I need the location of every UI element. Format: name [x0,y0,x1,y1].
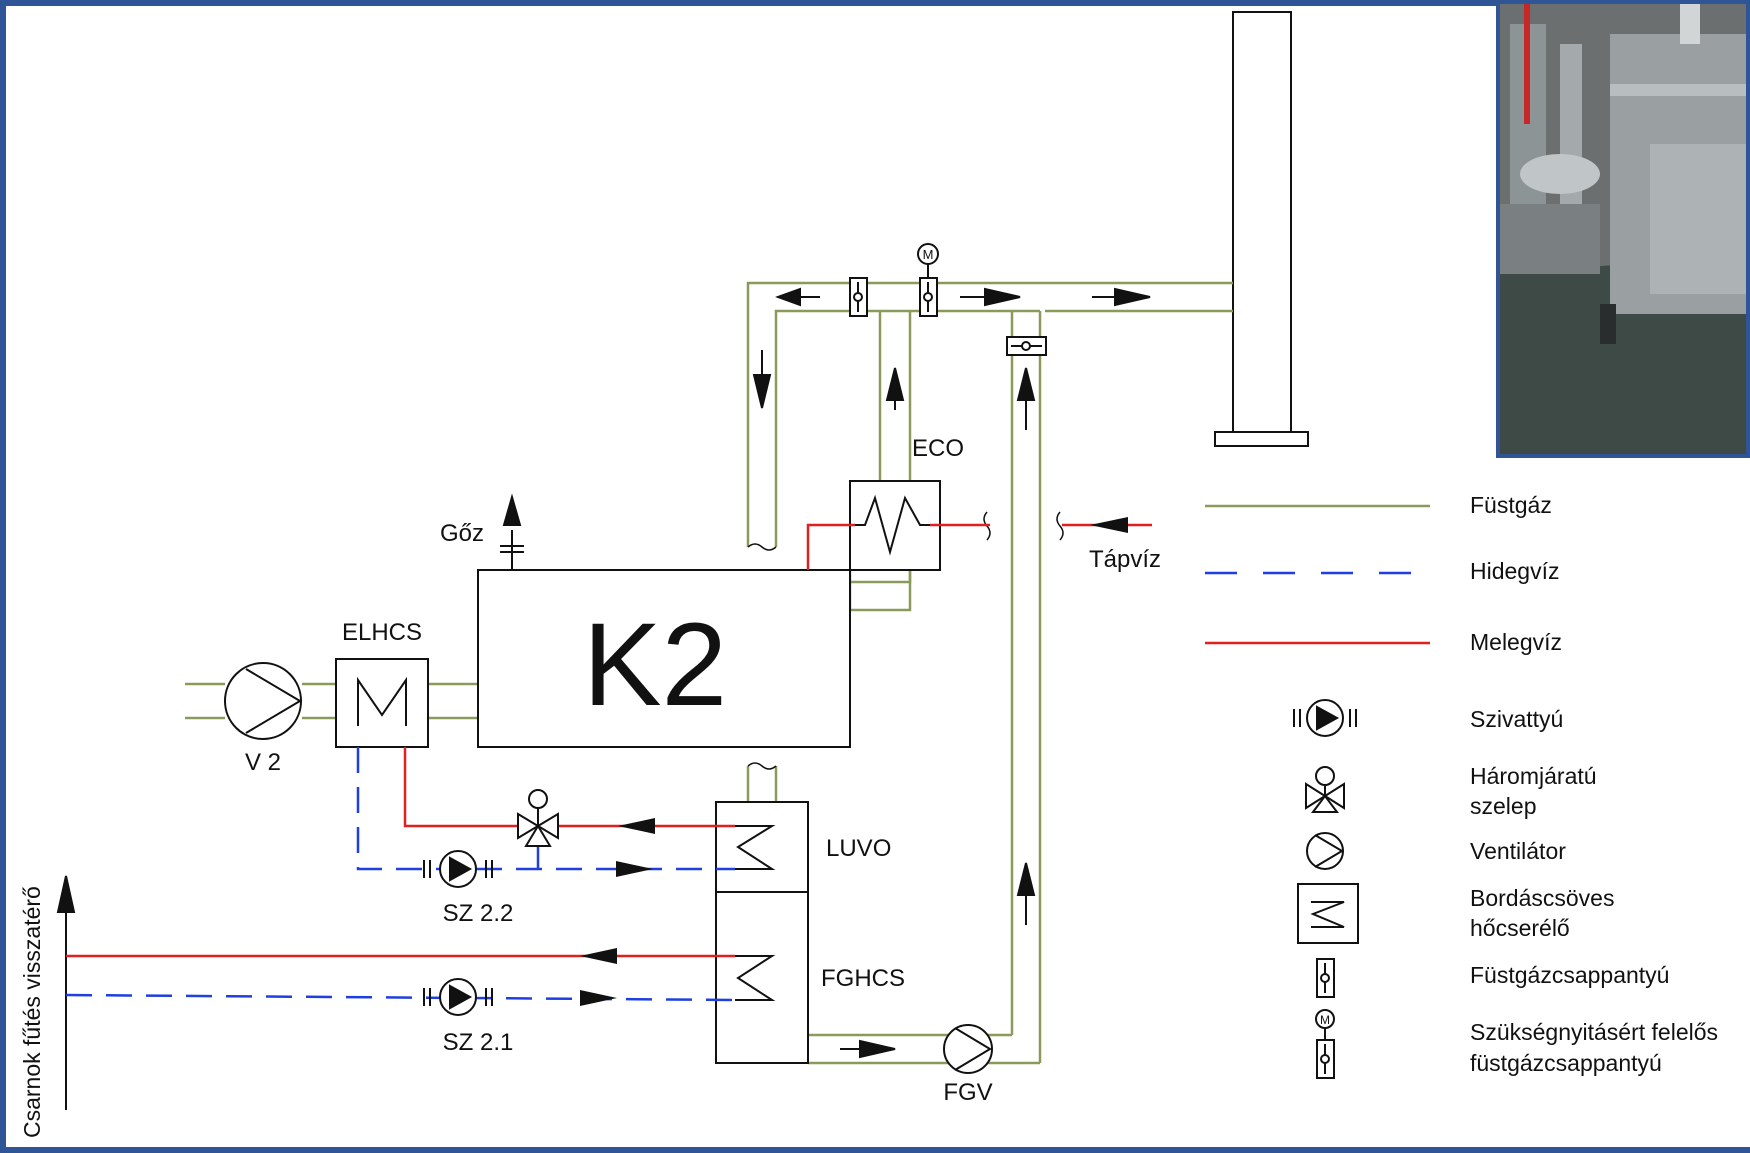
steam-outlet [500,545,524,570]
hall-heating-lines [65,954,736,1002]
pump-sz22 [423,850,493,888]
pump-sz21 [423,978,493,1016]
heat-exchanger-fghcs [715,891,809,1064]
legend-szukseg-1: Szükségnyitásért felelős [1470,1019,1718,1045]
legend-fan-symbol [1306,832,1344,870]
legend-valve-symbol [1305,766,1345,813]
photo-graphic [1500,4,1746,454]
heat-exchanger-elhcs [335,658,429,748]
motor-m-label: M [923,247,934,262]
luvo-label: LUVO [826,835,891,862]
sz21-label: SZ 2.1 [443,1029,514,1056]
legend-ventilator: Ventilátor [1470,838,1566,864]
legend-hex-symbol [1297,883,1359,944]
luvo-cold-arrow [616,861,653,877]
legend-haromjaratu-2: szelep [1470,793,1536,819]
fghcs-hot-arrow [580,948,617,964]
v2-label: V 2 [245,749,281,776]
sz22-label: SZ 2.2 [443,900,514,927]
boiler-k2: K2 [477,569,851,748]
heat-exchanger-luvo [715,801,809,893]
economizer-eco [806,480,990,571]
legend-melegviz: Melegvíz [1470,629,1562,655]
fgv-label: FGV [943,1079,992,1106]
flue-gas-ducts [185,281,1233,1065]
feedwater-arrow [1090,517,1128,533]
luvo-hot-arrow [618,818,655,834]
legend-motor-m: M [1320,1013,1330,1027]
eco-label: ECO [912,435,964,462]
legend-damper-symbol [1316,958,1335,998]
fan-fgv [943,1024,993,1074]
tapviz-label: Tápvíz [1089,546,1161,573]
fghcs-cold-arrow [580,990,617,1006]
elhcs-label: ELHCS [342,619,422,646]
goz-label: Gőz [440,520,484,547]
flow-arrows [56,287,1151,1110]
legend-fustgazcsap: Füstgázcsappantyú [1470,962,1669,988]
legend-szivattyu: Szivattyú [1470,706,1563,732]
fan-v2 [224,662,302,740]
luvo-water-loop [356,747,735,871]
legend-bordas-2: hőcserélő [1470,915,1570,941]
return-line-label: Csarnok fűtés visszatérő [19,886,45,1138]
fghcs-label: FGHCS [821,965,905,992]
chimney [1214,11,1309,447]
damper-bypass [1006,336,1047,356]
boiler-room-photo [1496,0,1750,458]
legend-szukseg-2: füstgázcsappantyú [1470,1050,1662,1076]
legend: Füstgáz Hidegvíz Melegvíz Szivattyú Háro… [1205,492,1718,1079]
damper-left [849,277,868,317]
three-way-valve [517,789,559,847]
duct-break-marks [747,511,1064,770]
legend-bordas-1: Bordáscsöves [1470,885,1614,911]
damper-emergency [917,243,939,317]
k2-label: K2 [583,599,727,731]
legend-pump-symbol [1293,699,1357,737]
legend-hidegviz: Hidegvíz [1470,558,1559,584]
legend-haromjaratu-1: Háromjáratú [1470,763,1597,789]
legend-fustgaz: Füstgáz [1470,492,1552,518]
legend-emergency-damper-symbol [1315,1009,1335,1079]
